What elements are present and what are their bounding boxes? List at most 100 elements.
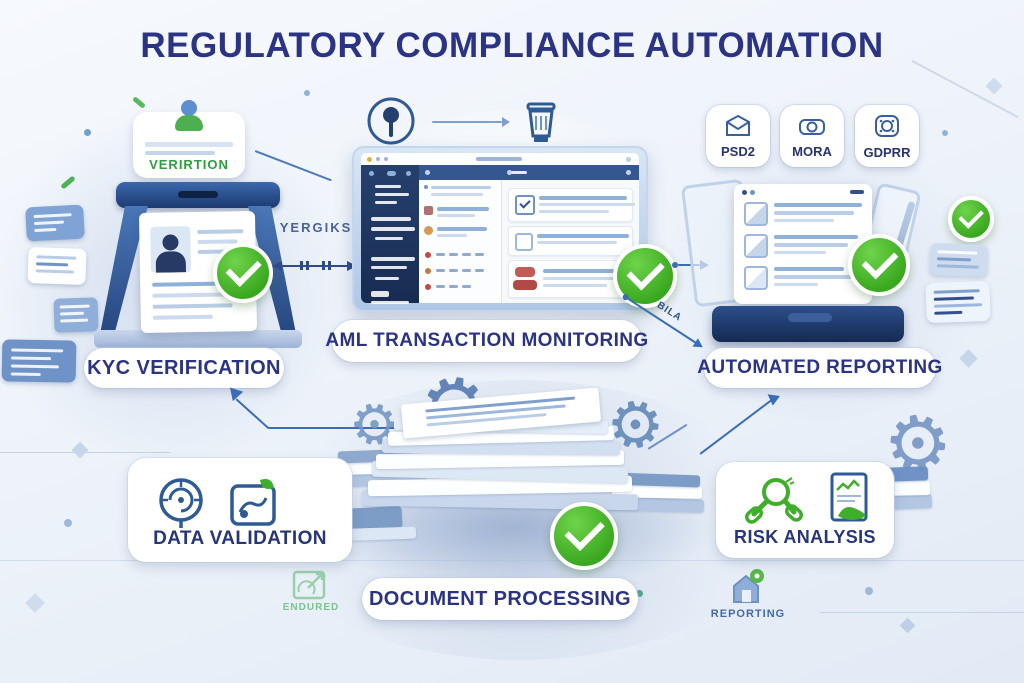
line	[774, 267, 844, 271]
line	[933, 289, 980, 294]
network-dot	[636, 590, 643, 597]
verification-badge: VERIRTION	[133, 100, 245, 178]
annotation-reporting: REPORTING	[710, 608, 786, 620]
trash-bin-icon	[520, 98, 562, 146]
alert-dot	[425, 284, 431, 290]
checkbox-icon	[744, 266, 768, 290]
header-dot	[626, 170, 631, 175]
line	[537, 234, 629, 238]
sidebar-dot	[369, 171, 374, 176]
network-line	[911, 59, 1019, 119]
arrowhead-top	[502, 117, 510, 127]
window-dot	[384, 157, 388, 161]
reporting-checklist-document	[734, 184, 872, 304]
panel-dot	[424, 185, 428, 189]
location-pin-icon	[364, 94, 418, 148]
line	[475, 269, 484, 272]
dashboard-sidebar	[361, 165, 419, 304]
line	[774, 235, 858, 239]
line	[11, 348, 64, 353]
doc-box-icon	[515, 233, 533, 251]
verification-badge-label: VERIRTION	[149, 157, 229, 172]
network-diamond	[25, 593, 45, 613]
line	[934, 310, 963, 315]
arrowhead-left	[272, 261, 282, 271]
sidebar-dot	[406, 171, 411, 176]
checkbox-icon	[744, 202, 768, 226]
line	[437, 207, 489, 211]
annotation-endured: ENDURED	[282, 602, 340, 613]
elbow-arrow-horizontal	[268, 427, 420, 429]
network-dot	[304, 90, 310, 96]
check-icon-kyc	[213, 243, 273, 303]
doc-dot	[750, 190, 755, 195]
line	[33, 213, 72, 219]
line	[462, 253, 471, 256]
line	[437, 214, 475, 217]
detail-card-checked	[508, 188, 635, 222]
line	[462, 285, 471, 288]
line	[774, 275, 854, 279]
network-diamond	[959, 349, 978, 368]
list-icon-orange	[424, 226, 433, 235]
risk-analysis-card: RISK ANALYSIS	[716, 462, 894, 558]
line	[375, 201, 397, 204]
doc-dot	[742, 190, 747, 195]
network-diamond	[985, 77, 1003, 95]
alert-dot	[425, 252, 431, 258]
line	[937, 250, 978, 255]
line	[60, 318, 89, 323]
regulation-badge-label: GDPRR	[863, 144, 911, 160]
regulation-badge-gdpr: GDPRR	[855, 105, 919, 167]
line	[11, 356, 52, 361]
regulation-badge-mora: MORA	[780, 105, 844, 167]
arrow-tick	[322, 261, 325, 270]
line	[152, 314, 213, 320]
stacked-card	[1, 339, 77, 383]
network-dot	[84, 129, 91, 136]
line	[375, 193, 409, 196]
browser-top-bar	[361, 153, 639, 165]
double-arrow-line	[282, 265, 348, 267]
keyboard-notch	[788, 313, 832, 322]
line	[449, 269, 458, 272]
scanner-slot	[178, 191, 218, 198]
window-dot	[626, 157, 631, 162]
stacked-card	[27, 246, 87, 286]
line	[539, 196, 627, 200]
line	[375, 237, 403, 240]
line	[539, 203, 635, 206]
green-pin-decor	[132, 96, 146, 109]
aml-dashboard-monitor	[352, 146, 648, 312]
line	[543, 284, 607, 287]
dashboard-list-panel	[419, 180, 502, 303]
line	[774, 219, 834, 222]
line	[774, 251, 826, 254]
line	[462, 269, 471, 272]
sidebar-dot	[387, 171, 396, 176]
line	[33, 220, 65, 226]
kyc-scanner-base	[94, 330, 302, 348]
network-dot	[64, 519, 72, 527]
line	[850, 190, 864, 194]
line	[436, 285, 445, 288]
arrow-up-right-1	[699, 399, 773, 455]
dashboard-header-band	[419, 165, 639, 180]
stacked-card	[53, 297, 99, 333]
kyc-stage-text: KYC VERIFICATION	[87, 356, 281, 379]
line	[936, 257, 972, 262]
checkbox-icon	[744, 234, 768, 258]
line	[10, 364, 59, 369]
line	[197, 229, 244, 235]
network-diamond	[71, 441, 89, 459]
line	[431, 186, 491, 189]
line	[371, 266, 407, 269]
arrow-tick	[306, 261, 309, 270]
arrow-line-to-reporting	[678, 264, 700, 266]
flag-blob-icon	[515, 267, 535, 277]
person-icon	[175, 100, 203, 136]
line	[539, 210, 609, 213]
connector-dot	[672, 262, 678, 268]
line	[371, 257, 415, 261]
risk-magnifier-icon	[740, 472, 806, 533]
